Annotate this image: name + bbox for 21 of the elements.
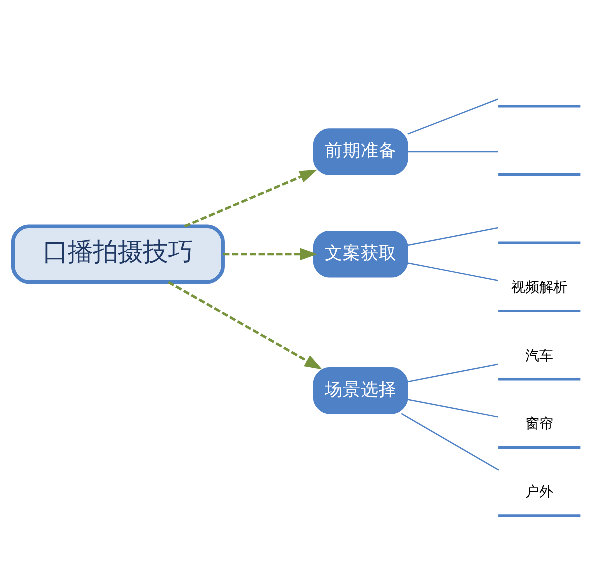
- arrow: [223, 248, 318, 261]
- connector: [408, 364, 498, 383]
- node-text: 视频解析: [512, 280, 568, 296]
- arrow: [168, 281, 323, 370]
- node-box: 场景选择: [313, 367, 408, 414]
- arrow: [184, 170, 318, 228]
- node-box: 文案获取: [313, 231, 408, 278]
- connector: [408, 151, 498, 153]
- node-bar: [498, 174, 581, 176]
- connector: [408, 98, 498, 135]
- node-bar: [498, 105, 581, 108]
- connector: [408, 262, 498, 282]
- connector: [401, 413, 500, 471]
- node-box: 前期准备: [313, 128, 408, 176]
- node-box: 口播拍摄技巧: [11, 224, 225, 284]
- node-text: 汽车: [526, 348, 554, 364]
- node-bar: [498, 242, 581, 244]
- node-text: 户外: [526, 484, 554, 501]
- connector: [408, 227, 498, 246]
- node-text: 窗帘: [526, 416, 554, 433]
- connector: [408, 399, 498, 418]
